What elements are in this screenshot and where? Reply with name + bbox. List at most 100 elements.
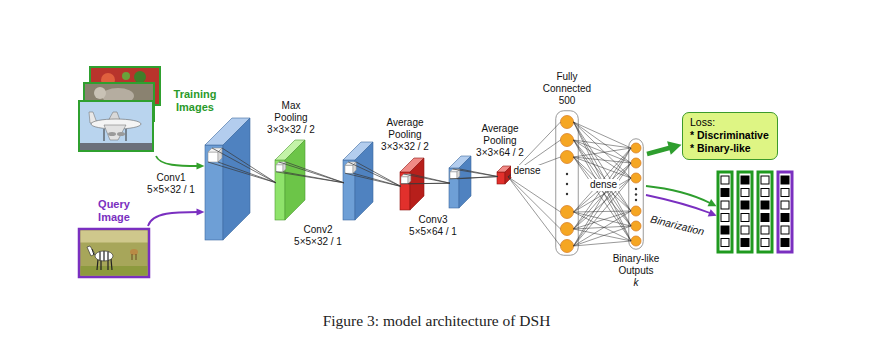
column-frame	[629, 139, 644, 250]
kernel-side	[353, 162, 356, 173]
code-bit	[741, 214, 749, 222]
ellipsis-dot	[566, 193, 568, 195]
layer-label: Average Pooling 3×3×64 / 2	[473, 123, 527, 159]
kernel-front	[401, 177, 408, 184]
block-side	[505, 166, 511, 184]
code-column	[778, 172, 792, 252]
neuron	[561, 206, 574, 219]
zebra-leg	[100, 260, 101, 270]
connector-line	[450, 169, 498, 179]
layer-block: Max Pooling 3×3×32 / 2	[275, 140, 305, 220]
loss-text: * Discriminative	[690, 129, 769, 142]
neuron	[561, 134, 574, 147]
query-image	[79, 229, 149, 277]
code-column	[758, 172, 772, 252]
kernel-side	[408, 174, 411, 184]
code-column	[738, 172, 752, 252]
block-side	[285, 140, 305, 220]
code-bit	[741, 226, 749, 234]
layer-block: Average Pooling 3×3×32 / 2	[400, 158, 424, 210]
layer-label: Fully Connected 500	[541, 71, 593, 107]
binarization-arrow	[646, 186, 710, 203]
code-bit	[761, 201, 769, 209]
code-bit	[721, 239, 729, 247]
loss-text: Loss:	[690, 116, 769, 129]
label-holder: Query Image	[86, 198, 142, 224]
block-shape	[205, 118, 250, 240]
code-bit	[721, 226, 729, 234]
layer-block: Average Pooling 3×3×64 / 2	[497, 166, 511, 184]
edge-label: dense	[511, 165, 542, 177]
code-bit	[741, 176, 749, 184]
connector-line	[148, 212, 199, 226]
zebra-leg	[97, 259, 98, 270]
input-image: Query Image	[78, 228, 150, 278]
layer-label: Average Pooling 3×3×32 / 2	[378, 117, 432, 153]
zebra-head	[87, 246, 95, 256]
block-side	[410, 158, 424, 210]
code-bit	[781, 214, 789, 222]
ellipsis-dot	[635, 193, 637, 195]
block-side	[459, 156, 471, 208]
connector	[156, 156, 205, 170]
block-shape	[449, 156, 471, 208]
label-holder: Conv3 5×5×64 / 1	[405, 214, 461, 238]
label-holder: Max Pooling 3×3×32 / 2	[265, 100, 317, 136]
neuron	[561, 116, 574, 129]
neuron	[631, 143, 641, 153]
neuron	[561, 240, 574, 253]
kernel-front	[276, 165, 283, 172]
plane-gear	[104, 129, 105, 141]
layer-label: Conv1 5×5×32 / 1	[143, 172, 199, 196]
photo-detail	[122, 72, 130, 80]
block-front	[497, 172, 505, 184]
code-bit	[721, 201, 729, 209]
neuron	[631, 236, 641, 246]
neuron	[561, 223, 574, 236]
label-holder: Binary-like Outputsk	[610, 253, 662, 289]
connector	[401, 174, 450, 184]
code-bit	[761, 239, 769, 247]
zebra-leg	[107, 260, 108, 270]
layer-label: Query Image	[86, 198, 142, 224]
code-bit	[781, 189, 789, 197]
layer-block: Conv3 5×5×64 / 1	[449, 156, 471, 208]
code-bit	[781, 239, 789, 247]
kernel-front	[345, 165, 353, 173]
neuron	[561, 151, 574, 164]
code-bit	[721, 214, 729, 222]
binarization-arrows	[646, 186, 717, 217]
photo-savanna	[79, 229, 149, 277]
block-shape	[343, 142, 373, 220]
layer-label: Max Pooling 3×3×32 / 2	[265, 100, 317, 136]
connector-line	[574, 122, 632, 246]
label-holder: Binarization	[649, 213, 705, 238]
code-bit	[761, 189, 769, 197]
block-side	[223, 118, 250, 240]
caption-holder: Figure 3: model architecture of DSH	[0, 312, 873, 330]
label-holder: Conv2 5×5×32 / 1	[290, 224, 346, 248]
arrow-head	[197, 208, 205, 215]
figure-caption: Figure 3: model architecture of DSH	[0, 312, 873, 330]
layer-label: Conv2 5×5×32 / 1	[290, 224, 346, 248]
layer-label: Training Images	[168, 88, 222, 114]
ellipsis-dot	[566, 173, 568, 175]
neuron	[631, 206, 641, 216]
binarization-arrow	[646, 195, 710, 213]
block-shape	[400, 158, 424, 210]
zebra-body	[95, 251, 113, 261]
label-holder: Fully Connected 500	[541, 71, 593, 107]
training-images	[79, 67, 160, 151]
layer-block: Conv2 5×5×32 / 1	[343, 142, 373, 220]
ellipsis-dot	[635, 199, 637, 201]
plane-engine	[117, 132, 125, 136]
column-shape	[555, 110, 579, 256]
connector-line	[156, 156, 199, 166]
connector	[450, 169, 498, 179]
kernel-front	[450, 172, 457, 179]
photo-detail	[134, 71, 146, 83]
kernel-side	[218, 148, 222, 162]
